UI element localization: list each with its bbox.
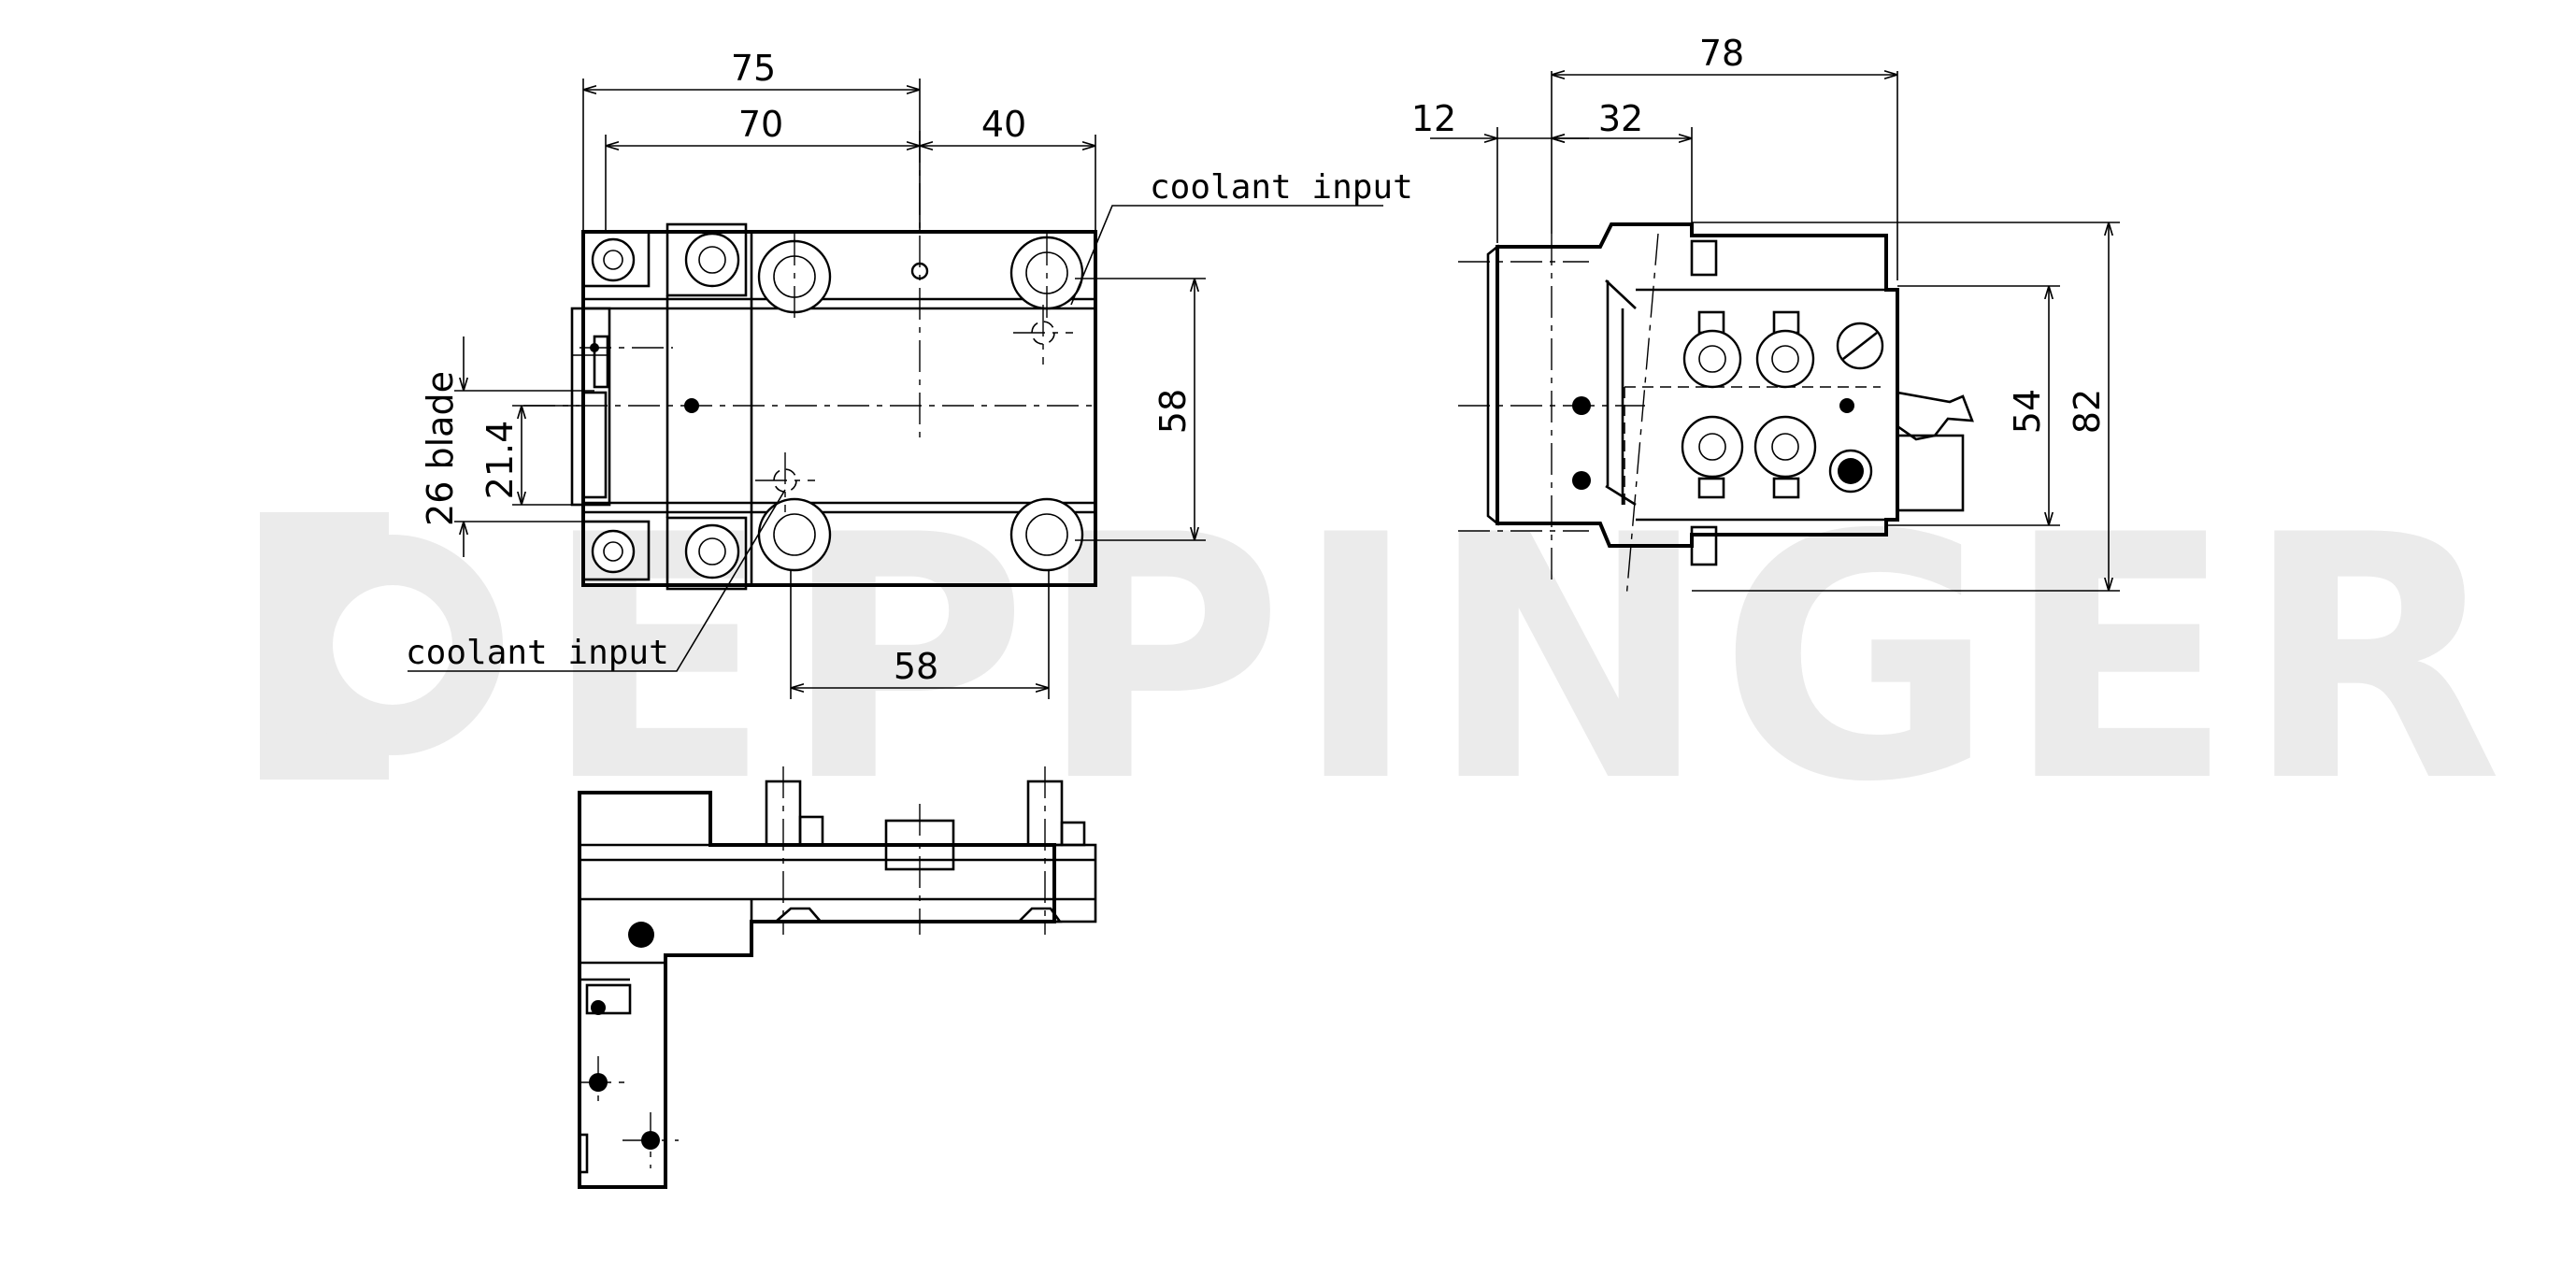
watermark-text: EPPINGER — [542, 464, 2512, 855]
dim-40: 40 — [981, 104, 1026, 145]
front-dimensions: 75 70 40 58 58 26 blade 21.4 — [420, 48, 1206, 699]
dim-78: 78 — [1699, 33, 1744, 74]
top-view — [578, 766, 1097, 1189]
dim-12: 12 — [1411, 98, 1456, 139]
dim-58-horizontal: 58 — [894, 646, 938, 687]
dim-54: 54 — [2007, 389, 2048, 434]
dim-26-blade: 26 blade — [420, 371, 461, 526]
side-screws — [1572, 310, 1884, 499]
dim-75: 75 — [731, 48, 776, 89]
coolant-input-label-top: coolant input — [1150, 168, 1413, 207]
side-view — [1458, 222, 1974, 599]
watermark-logo: EPPINGER — [260, 464, 2512, 855]
watermark-mark-inner — [333, 585, 452, 705]
side-dimensions: 78 12 32 54 82 — [1411, 33, 2120, 592]
dim-58-vertical: 58 — [1152, 389, 1194, 434]
dim-70: 70 — [738, 104, 783, 145]
dim-32: 32 — [1598, 98, 1643, 139]
dim-82: 82 — [2067, 389, 2108, 434]
coolant-input-label-bottom: coolant input — [406, 634, 669, 672]
coolant-callouts: coolant input coolant input — [406, 168, 1413, 672]
front-view — [523, 131, 1097, 591]
front-screws — [590, 232, 1084, 580]
dim-21-4: 21.4 — [479, 421, 521, 500]
side-body-outline — [1496, 222, 1899, 548]
